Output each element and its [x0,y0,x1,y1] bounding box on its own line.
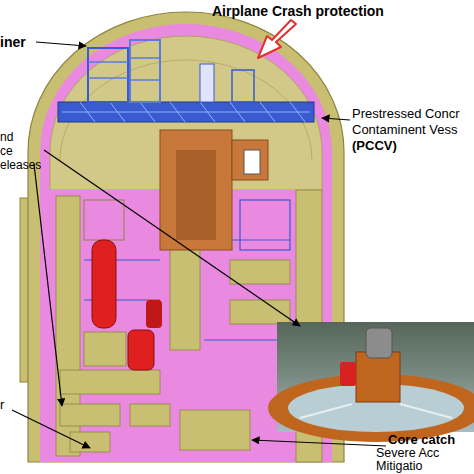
polar-crane-part [62,102,310,122]
refuelling-pool-part [160,130,232,250]
impact-arrow [258,20,296,58]
primary-loop-part [128,330,154,370]
photo-inset-part [366,328,392,358]
callout-label: Prestressed Concr Contaminent Vess [352,106,474,138]
leader-lines-part [252,440,386,446]
callout-label: nd ce eleases [0,130,48,172]
callout-label: Severe Acc Mitigatio [376,447,471,473]
callout-label: iner [0,34,60,50]
photo-inset-part [356,352,400,402]
internal-structures-part [84,200,124,240]
refuelling-pool-part [244,150,260,174]
photo-inset-part [300,404,452,418]
internal-structures-part [70,432,110,452]
refuelling-pool [160,130,268,250]
leader-lines-part [322,118,350,120]
internal-structures-part [230,300,290,324]
polar-crane-part [130,40,160,102]
callout-label: (PCCV) [352,138,474,154]
internal-structures-part [60,404,120,426]
polar-crane [58,40,314,122]
internal-structures-part [84,332,126,366]
leader-lines-part [44,150,300,326]
polar-crane-part [232,70,254,102]
photo-inset-part [340,362,356,386]
refuelling-pool-part [232,140,268,180]
primary-loop-part [146,300,162,328]
internal-structures-part [240,200,290,250]
leader-lines-part [36,42,86,46]
leader-lines-part [34,164,62,406]
polar-crane-part [58,102,314,122]
primary-loop-part [92,240,116,328]
callout-label: r [0,397,20,412]
leader-lines-part [12,410,90,448]
internal-structures-part [130,404,170,426]
polar-crane-part [88,58,160,80]
refuelling-pool-part [176,150,216,240]
photo-inset [268,322,474,442]
internal-structures-part [84,240,290,340]
polar-crane-part [88,48,128,102]
internal-structures-part [230,260,290,284]
leader-lines [12,42,386,448]
internal-structures-part [180,410,250,450]
photo-inset-part [277,322,474,432]
polar-crane-part [200,64,214,102]
primary-loop [92,240,162,370]
internal-structures-part [60,370,160,394]
callout-label: Airplane Crash protection [212,3,474,19]
callout-label: Core catch [388,433,474,447]
